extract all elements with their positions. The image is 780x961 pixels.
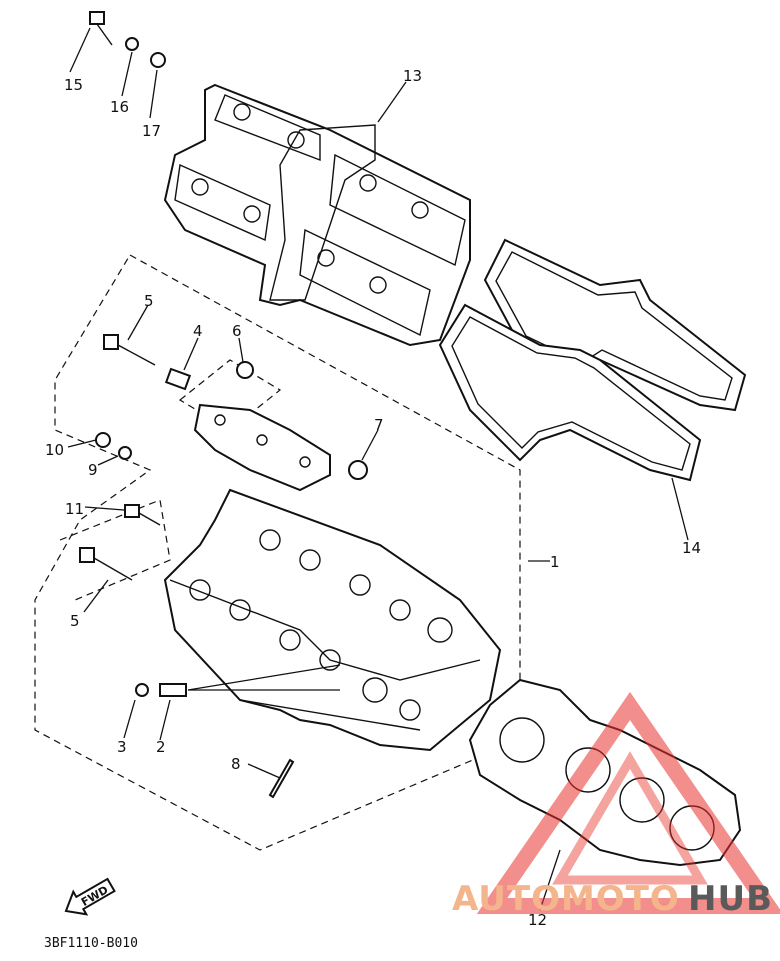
label-9: 9 — [88, 461, 98, 479]
label-10: 10 — [45, 441, 64, 459]
label-8: 8 — [231, 755, 241, 773]
label-1: 1 — [550, 553, 560, 571]
plug-6 — [236, 361, 254, 379]
grommet-17 — [150, 52, 166, 68]
washer-16 — [125, 37, 139, 51]
cylinder-head-gasket — [468, 678, 742, 867]
label-14: 14 — [682, 539, 701, 557]
bolt-15 — [89, 11, 113, 46]
cylinder-head-cover — [163, 83, 471, 347]
washer-9 — [118, 446, 132, 460]
head-cover-gasket — [438, 238, 747, 482]
label-15: 15 — [64, 76, 83, 94]
watermark-auto: AUTOMOTO — [452, 879, 680, 919]
label-3: 3 — [117, 738, 127, 756]
label-7: 7 — [374, 416, 384, 434]
stud-8 — [268, 758, 295, 799]
bolt-5-lower — [79, 547, 133, 581]
label-5-upper: 5 — [144, 292, 154, 310]
dowel-pin-4 — [164, 367, 192, 391]
watermark-hub: HUB — [688, 879, 773, 919]
stud-2 — [159, 683, 187, 697]
brand-watermark: AUTOMOTO HUB — [452, 691, 780, 919]
label-4: 4 — [193, 322, 203, 340]
nut-3 — [135, 683, 149, 697]
label-16: 16 — [110, 98, 129, 116]
cylinder-head — [163, 488, 502, 752]
label-2: 2 — [156, 738, 166, 756]
leader-lines — [67, 27, 689, 911]
label-17: 17 — [142, 122, 161, 140]
forward-arrow-icon: FWD — [64, 877, 116, 916]
camshaft-cap — [193, 403, 331, 492]
part-labels: 1 2 3 4 5 5 6 7 8 9 10 11 12 13 14 15 16… — [45, 67, 701, 929]
label-11: 11 — [65, 500, 84, 518]
label-6: 6 — [232, 322, 242, 340]
nut-10 — [95, 432, 111, 448]
plug-7 — [348, 460, 368, 480]
warning-triangle-icon — [476, 691, 780, 914]
catalog-code: 3BF1110-B010 — [44, 936, 138, 951]
label-5-lower: 5 — [70, 612, 80, 630]
bolt-5-upper — [103, 334, 156, 366]
label-13: 13 — [403, 67, 422, 85]
label-12: 12 — [528, 911, 547, 929]
stud-11 — [124, 504, 161, 526]
